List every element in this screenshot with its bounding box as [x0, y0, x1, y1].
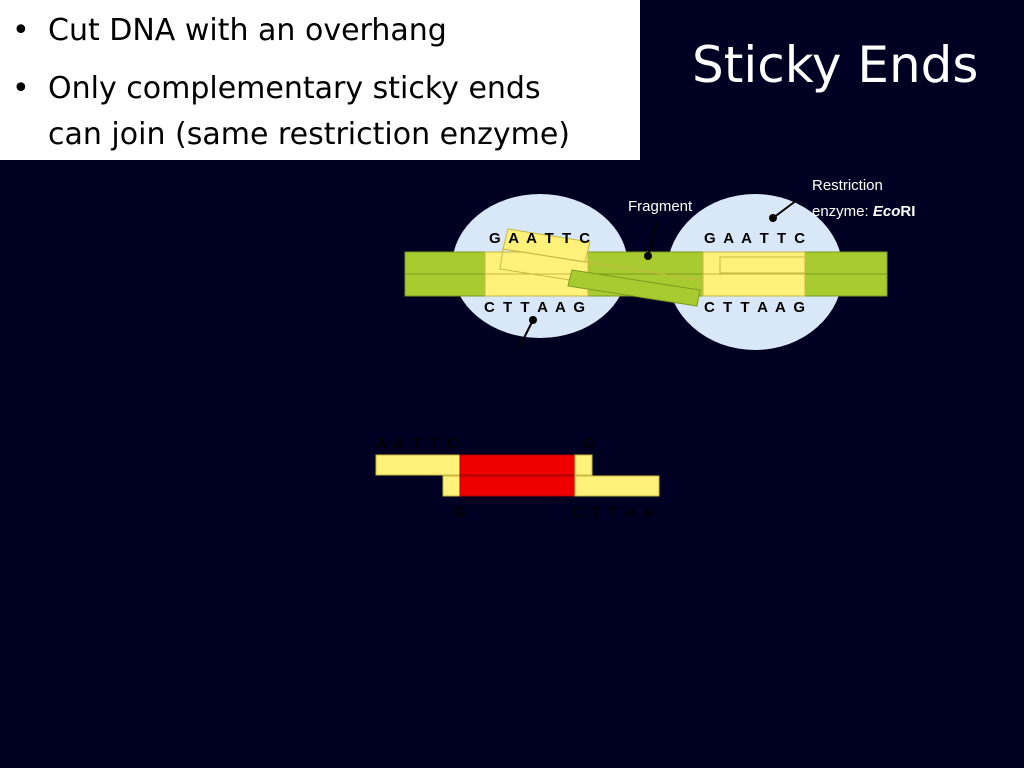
fragment-label: Fragment: [628, 198, 693, 215]
enzyme-label-line-2: enzyme: EcoRI: [812, 203, 915, 220]
sticky-end-right-bottom: [702, 273, 806, 297]
site-right-top-sequence: G A A T T C: [704, 230, 807, 247]
excised-left-bottom-sequence: G: [454, 504, 468, 521]
excised-insert-top: [459, 454, 576, 476]
enzyme-name-suffix: RI: [900, 203, 915, 220]
sticky-end-right-top: [702, 251, 806, 275]
site-left-bottom-sequence: C T T A A G: [484, 299, 587, 316]
slide-title: Sticky Ends: [692, 36, 979, 94]
callout-fragment: Fragment: [628, 198, 693, 260]
bullet-text-1: Cut DNA with an overhang: [48, 13, 447, 48]
site-right-bottom-sequence: C T T A A G: [704, 299, 807, 316]
excised-right-bottom-sequence: C T T A A: [572, 504, 656, 521]
fragment-strand: [567, 269, 701, 307]
excised-right-bottom-overhang: [574, 475, 660, 497]
bullet-symbol: •: [12, 71, 30, 106]
callout-enzyme: Restriction enzyme: EcoRI: [769, 177, 915, 222]
excised-left-top-overhang: [375, 454, 461, 476]
bottom-left-leader-dot: [529, 316, 537, 324]
excised-left-bottom-stub: [442, 475, 461, 497]
bullet-text-2-line-2: can join (same restriction enzyme): [48, 117, 570, 152]
enzyme-leader-line: [772, 199, 798, 219]
bullet-item-2: • Only complementary sticky ends can joi…: [12, 66, 570, 158]
excised-insert-bottom: [459, 475, 576, 497]
enzyme-label-prefix: enzyme:: [812, 203, 873, 220]
callout-bottom-left: [517, 316, 537, 351]
excised-right-top-sequence: G: [583, 435, 597, 452]
enzyme-name-italic: Eco: [873, 203, 901, 220]
bullet-symbol: •: [12, 13, 30, 48]
excised-fragment: [375, 454, 660, 497]
enzyme-label-line-1: Restriction: [812, 177, 883, 194]
enzyme-leader-dot: [769, 214, 777, 222]
excised-right-top-stub: [574, 454, 593, 476]
excised-left-top-sequence: A A T T C: [376, 435, 460, 452]
fragment-leader-dot: [644, 252, 652, 260]
fragment-leader-line: [647, 221, 658, 257]
cut-fragment: [499, 228, 701, 307]
bottom-left-leader-line: [517, 319, 534, 351]
sticky-end-right-outline: [719, 256, 806, 274]
bullet-panel: • Cut DNA with an overhang • Only comple…: [0, 0, 640, 160]
bullet-text-2-line-1: Only complementary sticky ends: [48, 71, 541, 106]
site-left-top-sequence: G A A T T C: [489, 230, 592, 247]
bullet-item-1: • Cut DNA with an overhang: [12, 8, 447, 54]
